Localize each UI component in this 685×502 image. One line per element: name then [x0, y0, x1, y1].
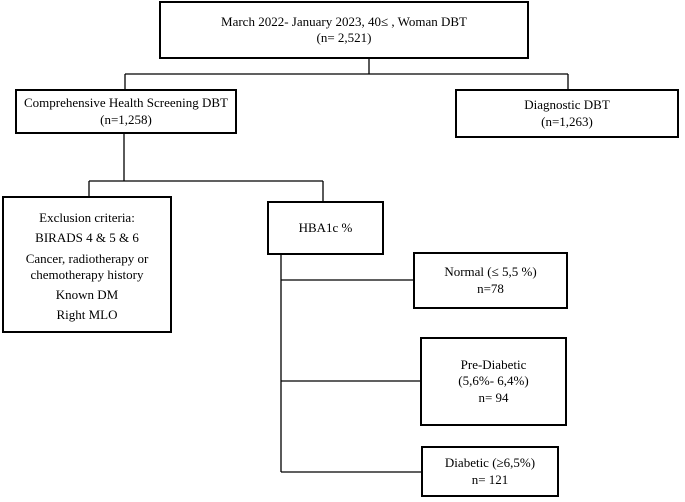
exclusion-item: Cancer, radiotherapy or chemotherapy his…	[25, 250, 149, 282]
diabetic-group-label: Diabetic (≥6,5%)	[444, 455, 536, 471]
prediabetic-group-box: Pre-Diabetic (5,6%- 6,4%) n= 94	[420, 337, 567, 426]
normal-group-label: Normal (≤ 5,5 %)	[444, 264, 537, 280]
study-population-label: March 2022- January 2023, 40≤ , Woman DB…	[221, 13, 467, 29]
hba1c-label: HBA1c %	[298, 219, 353, 235]
exclusion-item: BIRADS 4 & 5 & 6	[35, 230, 139, 246]
exclusion-criteria-box: Exclusion criteria: BIRADS 4 & 5 & 6 Can…	[2, 196, 172, 333]
diabetic-group-box: Diabetic (≥6,5%) n= 121	[421, 446, 559, 497]
normal-group-count: n=78	[477, 280, 504, 296]
prediabetic-group-count: n= 94	[478, 389, 509, 405]
diagnostic-dbt-label: Diagnostic DBT	[524, 97, 610, 113]
prediabetic-group-label: Pre-Diabetic	[460, 357, 527, 373]
normal-group-box: Normal (≤ 5,5 %) n=78	[413, 252, 568, 309]
prediabetic-group-range: (5,6%- 6,4%)	[458, 373, 529, 389]
exclusion-item: Right MLO	[56, 307, 118, 323]
comprehensive-screening-count: (n=1,258)	[100, 111, 152, 127]
hba1c-box: HBA1c %	[267, 201, 384, 255]
comprehensive-screening-box: Comprehensive Health Screening DBT (n=1,…	[15, 89, 237, 134]
study-population-box: March 2022- January 2023, 40≤ , Woman DB…	[159, 1, 529, 59]
diabetic-group-count: n= 121	[471, 471, 509, 487]
diagnostic-dbt-count: (n=1,263)	[541, 113, 593, 129]
comprehensive-screening-label: Comprehensive Health Screening DBT	[24, 95, 228, 111]
diagnostic-dbt-box: Diagnostic DBT (n=1,263)	[455, 89, 679, 138]
study-population-count: (n= 2,521)	[316, 30, 372, 45]
exclusion-item: Known DM	[55, 287, 119, 302]
exclusion-criteria-title: Exclusion criteria:	[39, 210, 135, 225]
